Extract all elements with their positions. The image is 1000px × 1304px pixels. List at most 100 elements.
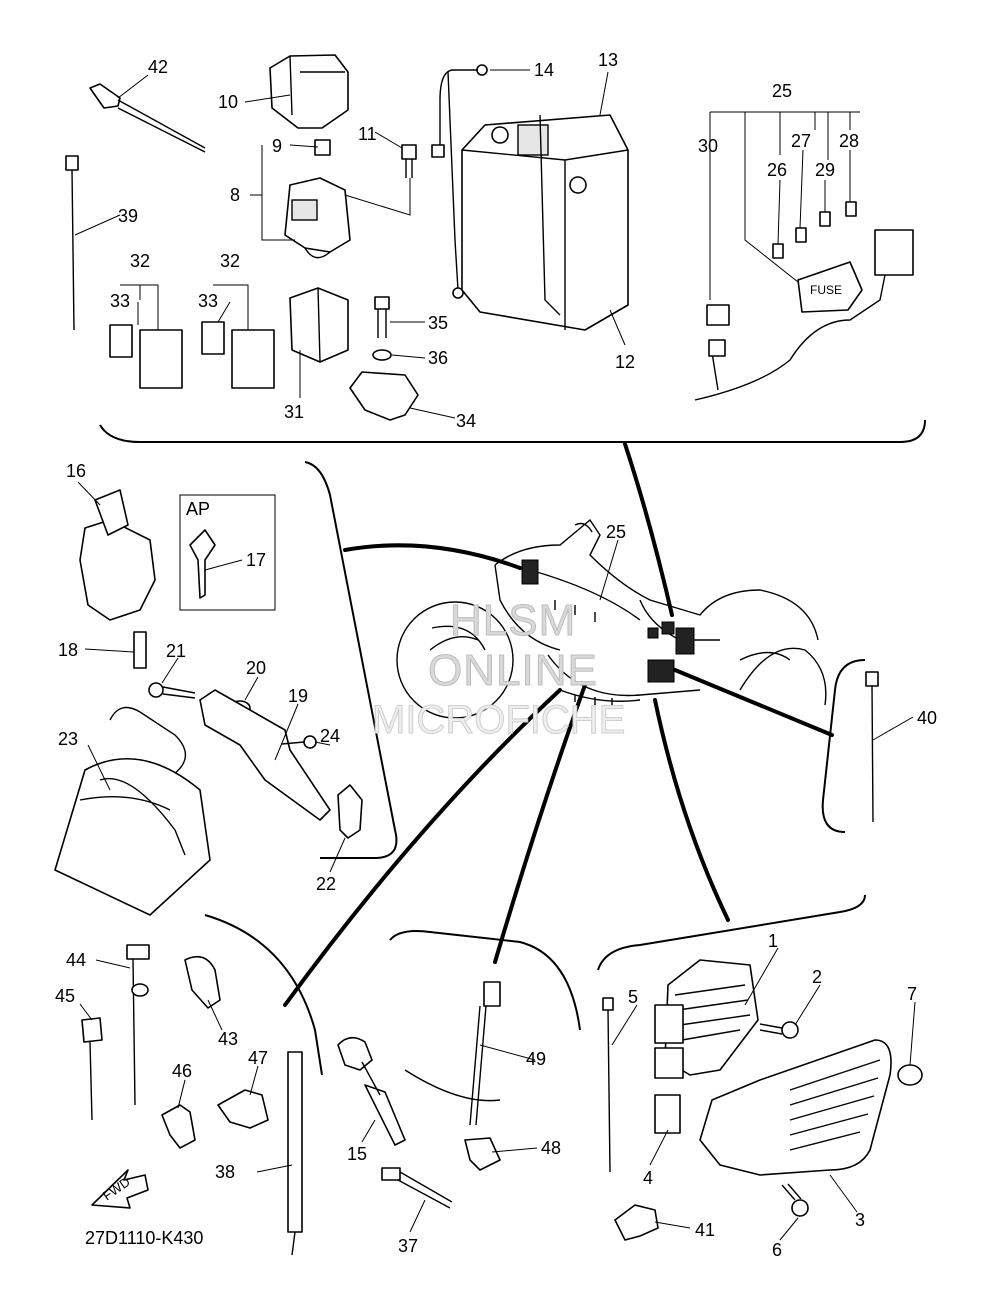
right-group-bracket (821, 659, 866, 833)
part-39-cable-tie (65, 155, 79, 331)
callout-11: 11 (358, 124, 377, 144)
callout-18: 18 (58, 640, 78, 660)
bottom-mid-bracket (389, 930, 581, 1031)
part-48-clamp (464, 1137, 501, 1171)
callout-22: 22 (316, 874, 336, 894)
callout-8: 8 (230, 185, 240, 205)
callout-37: 37 (398, 1236, 418, 1256)
top-group-bracket (99, 419, 926, 443)
part-28-fuse (845, 201, 857, 217)
drawing-number: 27D1110-K430 (85, 1228, 203, 1248)
callout-27: 27 (791, 131, 811, 151)
part-8-starter-relay (284, 177, 351, 259)
callout-10: 10 (218, 92, 238, 112)
callout-34: 34 (456, 411, 476, 431)
part-31-unit (289, 287, 349, 363)
callout-21: 21 (166, 641, 186, 661)
leader-bottom-right (653, 698, 730, 922)
watermark-line-3: MICROFICHE (372, 698, 625, 742)
watermark-line-2: ONLINE (428, 646, 598, 695)
callout-32-left: 32 (130, 251, 150, 271)
callout-15: 15 (347, 1144, 367, 1164)
part-10-cover (269, 54, 349, 129)
part-2-bolt (759, 1021, 799, 1039)
part-32-relay-right (201, 321, 275, 389)
callout-40: 40 (917, 708, 937, 728)
callout-12: 12 (615, 352, 635, 372)
callout-2: 2 (812, 967, 822, 987)
callout-14: 14 (534, 60, 554, 80)
callout-20: 20 (246, 658, 266, 678)
part-21-bolt (148, 682, 196, 699)
callout-5: 5 (628, 987, 638, 1007)
part-25-wire-harness: FUSE (694, 229, 914, 401)
part-14-battery-lead (431, 64, 488, 299)
part-44-clip (126, 944, 150, 1106)
callout-47: 47 (248, 1048, 268, 1068)
callout-33-right: 33 (198, 291, 218, 311)
part-26-fuse (772, 243, 784, 259)
callout-16: 16 (66, 461, 86, 481)
part-45-clip (81, 1017, 103, 1121)
leader-bottom-mid (493, 683, 587, 964)
leader-left (343, 543, 522, 570)
part-38-protector (287, 1051, 303, 1256)
callout-45: 45 (55, 986, 75, 1006)
part-4-sheet (654, 1094, 681, 1134)
fuse-label: FUSE (810, 283, 842, 297)
part-18-screw (133, 631, 147, 669)
callout-3: 3 (855, 1210, 865, 1230)
watermark-line-1: HLSM (450, 596, 576, 645)
callout-33-left: 33 (110, 291, 130, 311)
part-23-headlight-cover (54, 758, 211, 916)
part-15-sensor (337, 1036, 501, 1146)
callout-25-top: 25 (772, 81, 792, 101)
part-36-washer (372, 349, 392, 361)
part-37-cable-tie (381, 1167, 453, 1209)
part-41-clamp (614, 1204, 659, 1241)
part-27-fuse (795, 227, 807, 243)
callout-19: 19 (288, 686, 308, 706)
part-43-clamp (184, 955, 221, 1009)
callout-17: 17 (246, 550, 266, 570)
motorcycle-outline (396, 518, 827, 719)
leader-top (623, 442, 674, 617)
ap-frame (179, 494, 276, 611)
leader-bottom-left (283, 688, 562, 1007)
callout-4: 4 (643, 1168, 653, 1188)
callout-41: 41 (695, 1220, 715, 1240)
callout-25-bike: 25 (606, 522, 626, 542)
callout-1: 1 (768, 931, 778, 951)
bottom-left-bracket (204, 914, 323, 1076)
part-40-cable-tie (865, 671, 879, 823)
callout-numbers: 42 10 9 11 14 13 25 27 28 30 26 29 8 39 … (55, 50, 937, 1260)
callout-28: 28 (839, 131, 859, 151)
callout-leaders (74, 69, 916, 1241)
callout-49: 49 (526, 1049, 546, 1069)
callout-36: 36 (428, 348, 448, 368)
part-47-clamp (217, 1089, 269, 1129)
part-42-clamp-band (89, 83, 206, 153)
callout-29: 29 (815, 160, 835, 180)
callout-42: 42 (148, 57, 168, 77)
part-9-fuse (314, 139, 331, 156)
fwd-arrow: FWD (91, 1169, 149, 1209)
part-7-grommet (897, 1064, 923, 1086)
callout-26: 26 (767, 160, 787, 180)
ap-label: AP (186, 499, 210, 519)
callout-7: 7 (907, 984, 917, 1004)
part-11-bolt (401, 144, 417, 178)
part-32-relay-left (109, 324, 183, 389)
part-35-bolt (374, 296, 390, 338)
leader-right (673, 668, 834, 737)
left-group-bracket (304, 461, 398, 859)
callout-31: 31 (284, 402, 304, 422)
part-16-main-switch (79, 489, 156, 621)
part-22-clamp (337, 784, 363, 839)
callout-44: 44 (66, 950, 86, 970)
callout-46: 46 (172, 1061, 192, 1081)
part-19-bracket (109, 689, 331, 821)
callout-6: 6 (772, 1240, 782, 1260)
part-17-key (189, 529, 216, 599)
